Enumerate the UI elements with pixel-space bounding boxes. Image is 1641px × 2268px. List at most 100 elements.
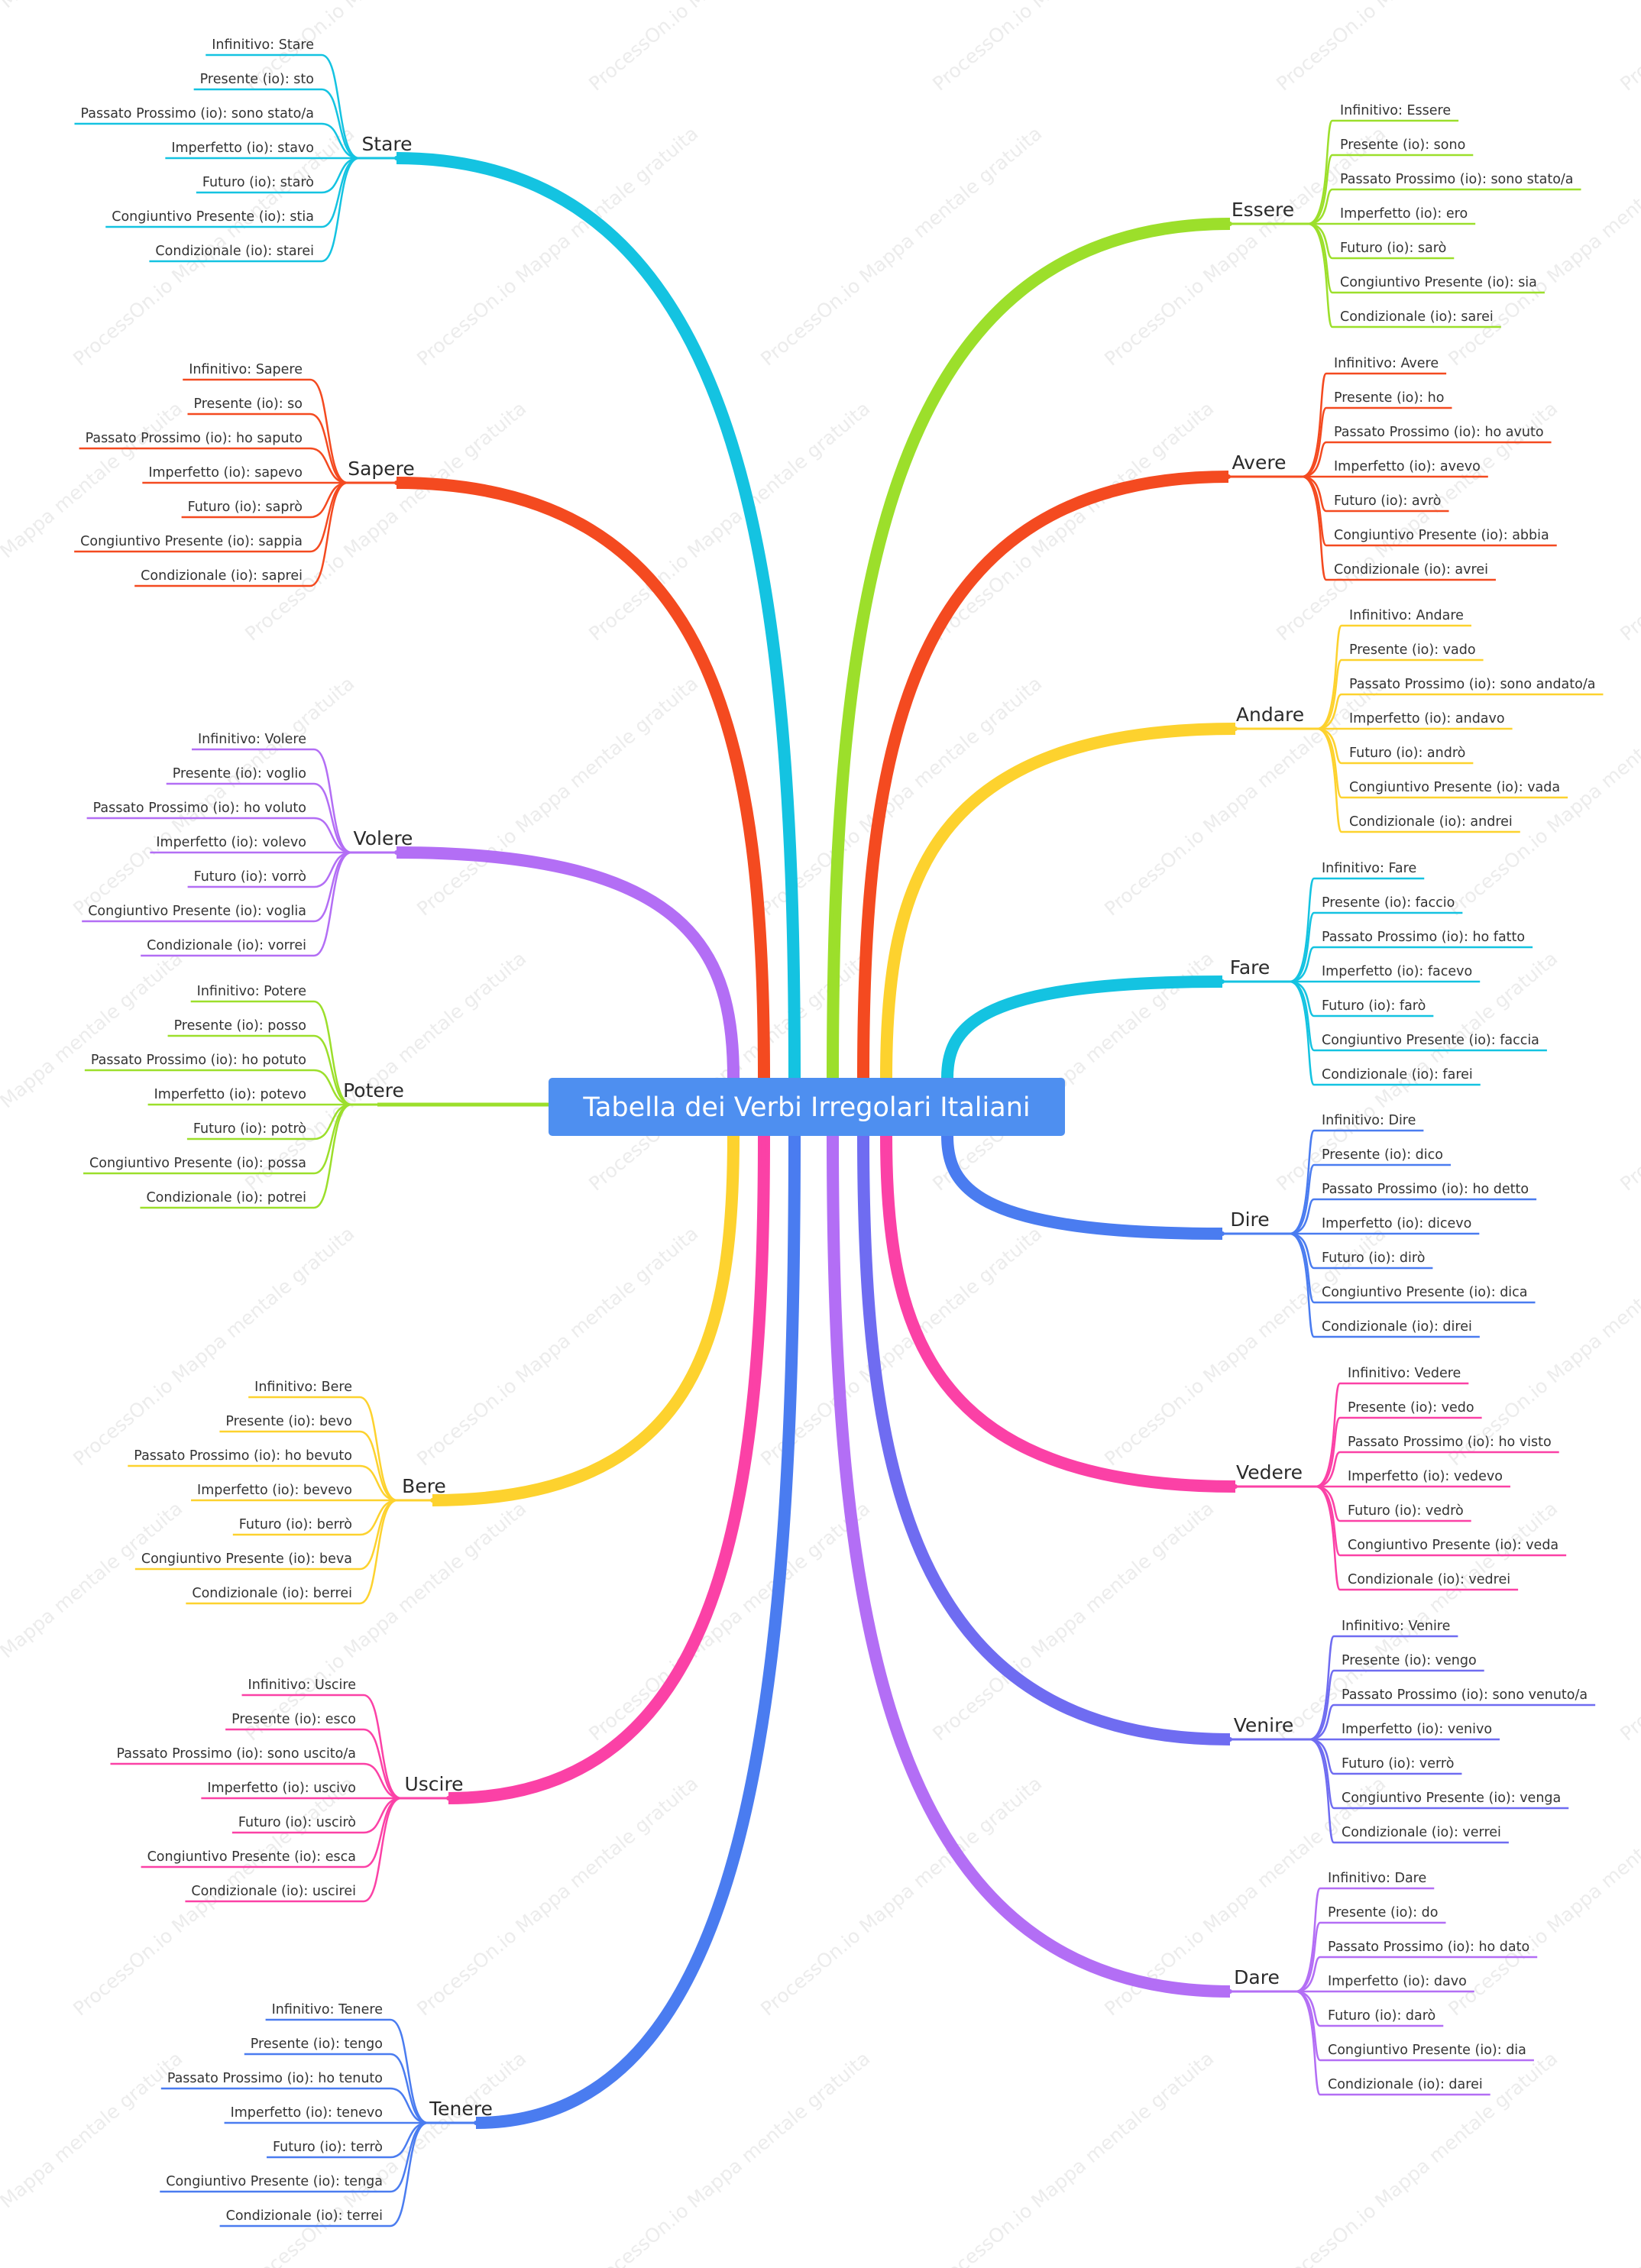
leaf-uscire-0[interactable]: Infinitivo: Uscire (241, 1678, 402, 1800)
leaf-fare-0[interactable]: Infinitivo: Fare (1289, 861, 1425, 983)
leaf-uscire-3[interactable]: Imperfetto (io): uscivo (201, 1781, 401, 1800)
leaf-avere-0[interactable]: Infinitivo: Avere (1301, 356, 1447, 478)
leaf-stare-1[interactable]: Presente (io): sto (193, 72, 360, 160)
leaf-tenere-1[interactable]: Presente (io): tengo (244, 2037, 429, 2124)
leaf-vedere-1[interactable]: Presente (io): vedo (1315, 1400, 1482, 1488)
topic-label-essere[interactable]: Essere (1232, 199, 1294, 221)
leaf-volere-5[interactable]: Congiuntivo Presente (io): voglia (82, 851, 352, 923)
leaf-dare-1[interactable]: Presente (io): do (1295, 1905, 1446, 1993)
leaf-dare-2[interactable]: Passato Prossimo (io): ho dato (1295, 1940, 1538, 1993)
leaf-bere-1[interactable]: Presente (io): bevo (219, 1414, 398, 1502)
leaf-tenere-6[interactable]: Condizionale (io): terrei (219, 2121, 429, 2228)
topic-label-bere[interactable]: Bere (402, 1475, 446, 1497)
leaf-avere-2[interactable]: Passato Prossimo (io): ho avuto (1301, 425, 1552, 478)
topic-label-avere[interactable]: Avere (1232, 451, 1287, 474)
topic-label-andare[interactable]: Andare (1236, 704, 1304, 726)
leaf-volere-6[interactable]: Condizionale (io): vorrei (141, 851, 352, 957)
leaf-stare-4[interactable]: Futuro (io): starò (196, 157, 360, 194)
topic-label-vedere[interactable]: Vedere (1236, 1461, 1303, 1483)
leaf-essere-2[interactable]: Passato Prossimo (io): sono stato/a (1307, 172, 1581, 225)
leaf-tenere-3[interactable]: Imperfetto (io): tenevo (224, 2105, 429, 2124)
leaf-dire-6[interactable]: Condizionale (io): direi (1289, 1232, 1480, 1338)
leaf-andare-6[interactable]: Condizionale (io): andrei (1316, 727, 1520, 833)
leaf-fare-3[interactable]: Imperfetto (io): facevo (1289, 964, 1481, 983)
leaf-essere-6[interactable]: Condizionale (io): sarei (1307, 222, 1501, 328)
leaf-andare-1[interactable]: Presente (io): vado (1316, 642, 1484, 730)
leaf-volere-1[interactable]: Presente (io): voglio (166, 766, 352, 854)
leaf-dare-0[interactable]: Infinitivo: Dare (1295, 1871, 1435, 1993)
leaf-essere-4[interactable]: Futuro (io): sarò (1307, 222, 1455, 260)
leaf-avere-5[interactable]: Congiuntivo Presente (io): abbia (1301, 475, 1557, 547)
leaf-vedere-2[interactable]: Passato Prossimo (io): ho visto (1315, 1435, 1559, 1488)
leaf-venire-1[interactable]: Presente (io): vengo (1309, 1653, 1484, 1741)
leaf-uscire-2[interactable]: Passato Prossimo (io): sono uscito/a (110, 1746, 402, 1800)
leaf-andare-2[interactable]: Passato Prossimo (io): sono andato/a (1316, 677, 1604, 730)
leaf-vedere-6[interactable]: Condizionale (io): vedrei (1315, 1485, 1519, 1591)
leaf-fare-1[interactable]: Presente (io): faccio (1289, 895, 1463, 983)
leaf-volere-2[interactable]: Passato Prossimo (io): ho voluto (86, 801, 352, 854)
leaf-stare-0[interactable]: Infinitivo: Stare (206, 37, 360, 160)
leaf-andare-0[interactable]: Infinitivo: Andare (1316, 608, 1471, 730)
leaf-avere-1[interactable]: Presente (io): ho (1301, 390, 1452, 478)
central-topic[interactable]: Tabella dei Verbi Irregolari Italiani (549, 1078, 1065, 1136)
leaf-potere-4[interactable]: Futuro (io): potrò (186, 1103, 352, 1140)
leaf-volere-3[interactable]: Imperfetto (io): volevo (150, 835, 351, 854)
leaf-bere-2[interactable]: Passato Prossimo (io): ho bevuto (128, 1448, 398, 1502)
leaf-andare-4[interactable]: Futuro (io): andrò (1316, 727, 1474, 765)
leaf-volere-4[interactable]: Futuro (io): vorrò (187, 851, 352, 888)
leaf-uscire-6[interactable]: Condizionale (io): uscirei (185, 1797, 402, 1903)
topic-label-uscire[interactable]: Uscire (404, 1773, 463, 1795)
leaf-avere-3[interactable]: Imperfetto (io): avevo (1301, 459, 1488, 478)
leaf-potere-0[interactable]: Infinitivo: Potere (190, 984, 352, 1106)
leaf-dare-5[interactable]: Congiuntivo Presente (io): dia (1295, 1990, 1534, 2062)
leaf-tenere-0[interactable]: Infinitivo: Tenere (265, 2002, 429, 2124)
leaf-potere-1[interactable]: Presente (io): posso (167, 1018, 352, 1106)
leaf-sapere-6[interactable]: Condizionale (io): saprei (134, 481, 348, 587)
leaf-venire-2[interactable]: Passato Prossimo (io): sono venuto/a (1309, 1687, 1596, 1741)
leaf-bere-3[interactable]: Imperfetto (io): bevevo (191, 1483, 398, 1502)
leaf-tenere-2[interactable]: Passato Prossimo (io): ho tenuto (160, 2071, 429, 2124)
leaf-andare-3[interactable]: Imperfetto (io): andavo (1317, 711, 1513, 730)
leaf-sapere-4[interactable]: Futuro (io): saprò (181, 481, 348, 519)
leaf-sapere-1[interactable]: Presente (io): so (187, 396, 348, 484)
leaf-essere-1[interactable]: Presente (io): sono (1307, 138, 1474, 225)
topic-label-dire[interactable]: Dire (1230, 1208, 1269, 1231)
leaf-stare-5[interactable]: Congiuntivo Presente (io): stia (105, 157, 360, 228)
topic-label-sapere[interactable]: Sapere (348, 458, 415, 480)
leaf-potere-6[interactable]: Condizionale (io): potrei (140, 1103, 352, 1209)
leaf-bere-6[interactable]: Condizionale (io): berrei (186, 1499, 398, 1605)
leaf-dire-1[interactable]: Presente (io): dico (1289, 1147, 1451, 1235)
leaf-venire-6[interactable]: Condizionale (io): verrei (1309, 1738, 1509, 1844)
leaf-vedere-0[interactable]: Infinitivo: Vedere (1315, 1366, 1469, 1488)
leaf-essere-3[interactable]: Imperfetto (io): ero (1307, 206, 1476, 225)
leaf-venire-0[interactable]: Infinitivo: Venire (1309, 1619, 1458, 1741)
leaf-dire-4[interactable]: Futuro (io): dirò (1289, 1232, 1433, 1270)
leaf-vedere-3[interactable]: Imperfetto (io): vedevo (1316, 1469, 1510, 1488)
leaf-avere-6[interactable]: Condizionale (io): avrei (1301, 475, 1496, 581)
leaf-avere-4[interactable]: Futuro (io): avrò (1301, 475, 1449, 513)
leaf-dire-0[interactable]: Infinitivo: Dire (1289, 1113, 1424, 1235)
topic-label-stare[interactable]: Stare (361, 133, 412, 155)
leaf-dire-3[interactable]: Imperfetto (io): dicevo (1290, 1216, 1480, 1235)
leaf-uscire-1[interactable]: Presente (io): esco (225, 1712, 402, 1800)
leaf-stare-2[interactable]: Passato Prossimo (io): sono stato/a (74, 106, 360, 160)
topic-label-fare[interactable]: Fare (1230, 956, 1270, 979)
leaf-fare-4[interactable]: Futuro (io): farò (1289, 980, 1434, 1018)
leaf-dare-4[interactable]: Futuro (io): darò (1295, 1990, 1444, 2027)
leaf-venire-5[interactable]: Congiuntivo Presente (io): venga (1309, 1738, 1569, 1810)
leaf-potere-2[interactable]: Passato Prossimo (io): ho potuto (84, 1053, 352, 1106)
